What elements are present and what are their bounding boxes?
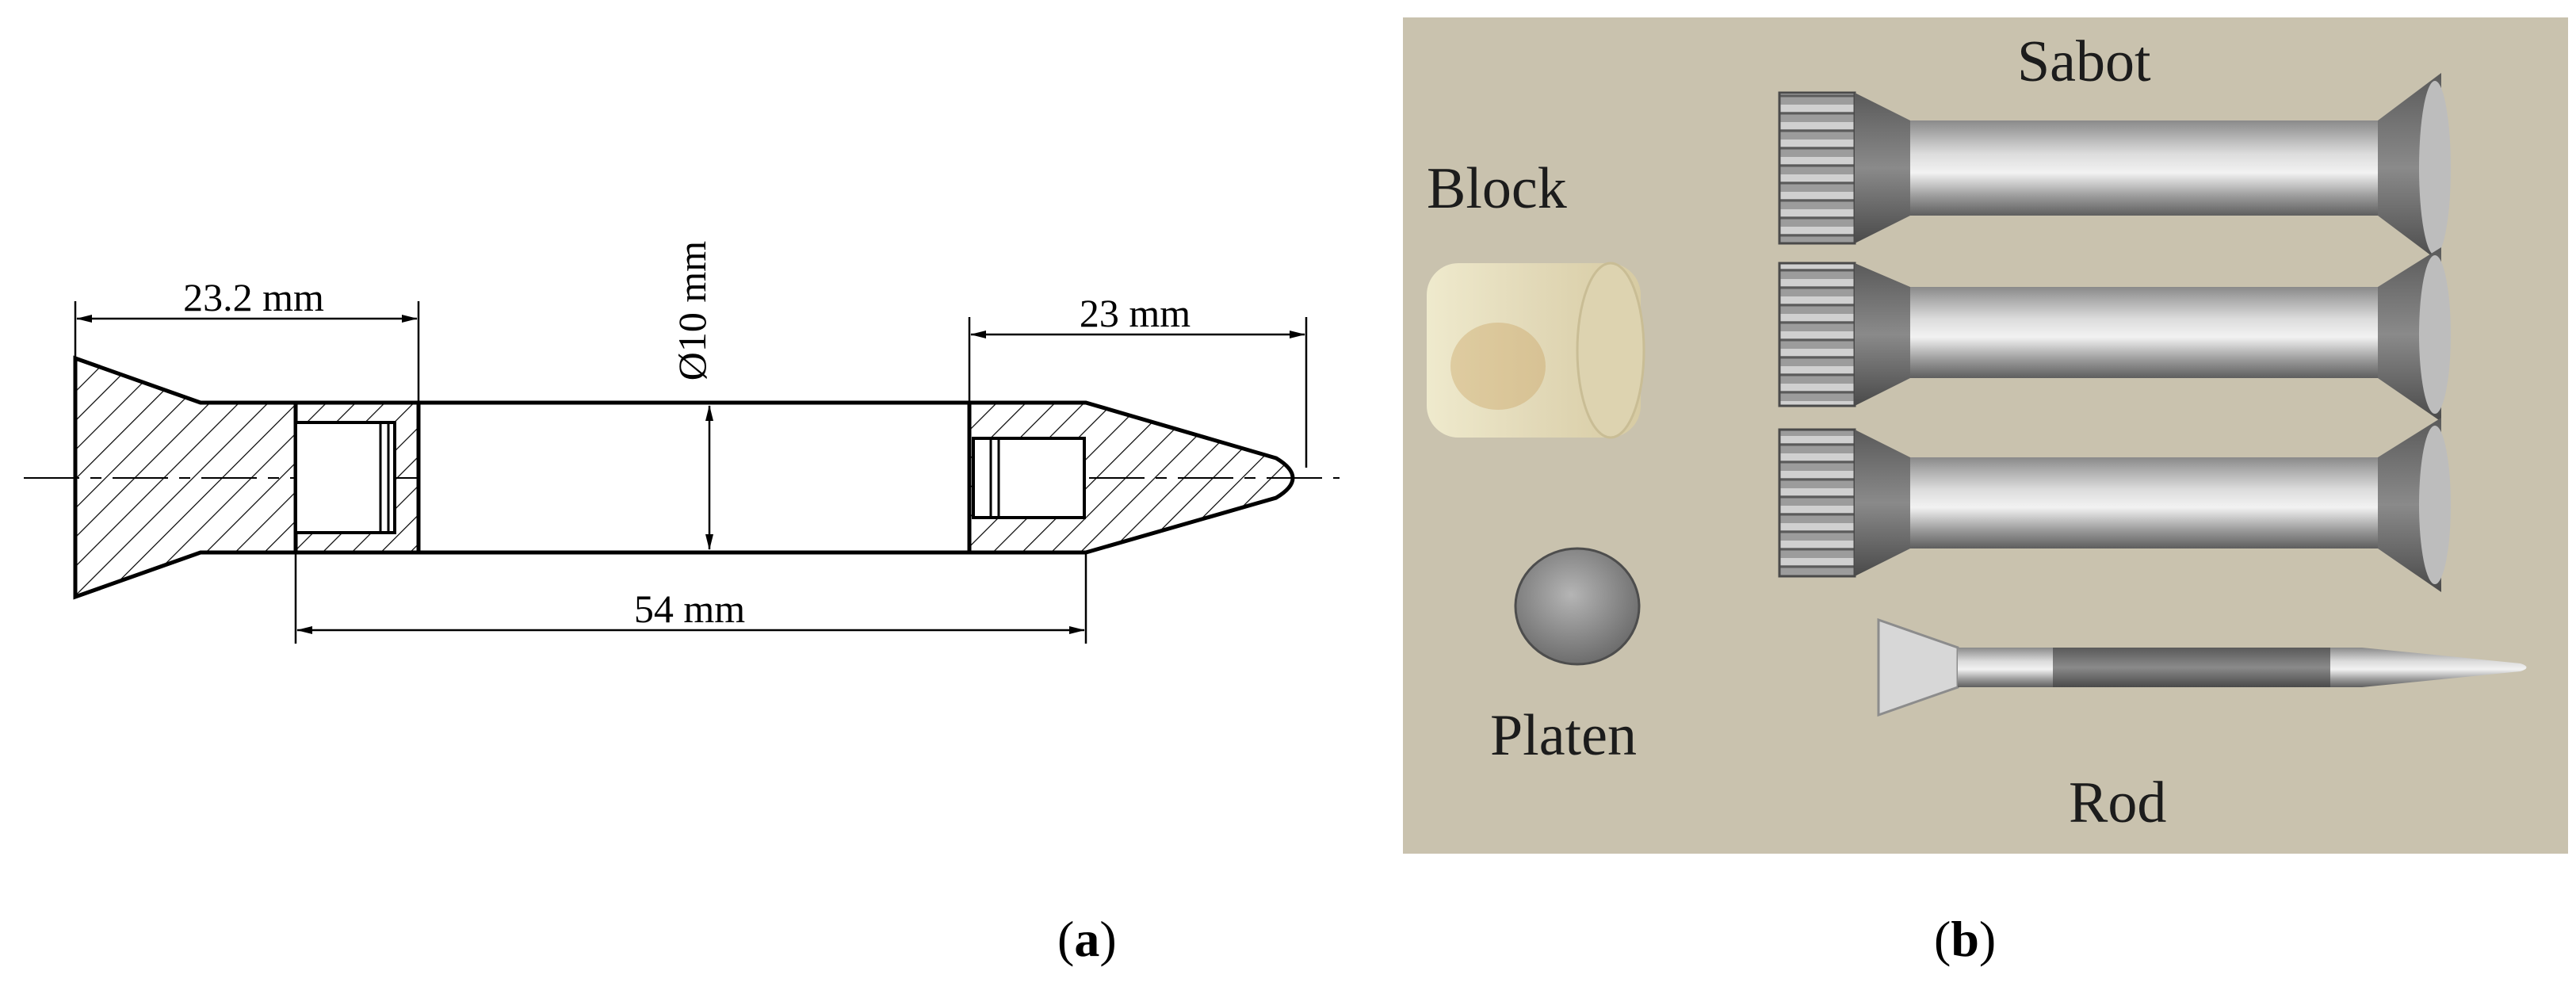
- dim-flare-length: 23.2 mm: [183, 275, 324, 319]
- sabot-part-1: [1778, 73, 2451, 263]
- label-sabot: Sabot: [2017, 29, 2151, 94]
- dim-diameter: Ø10 mm: [670, 241, 714, 381]
- caption-b: (b): [1934, 911, 1997, 967]
- flare-section: [73, 355, 298, 600]
- rod-part: [1877, 617, 2527, 717]
- block-part: [1427, 262, 1645, 439]
- sabot-part-3: [1778, 418, 2451, 592]
- dim-tip-length: 23 mm: [1080, 291, 1191, 335]
- parts-photo: Block Sabot Platen Rod: [1403, 17, 2568, 854]
- rod-cross-section-diagram: 23.2 mm 23 mm Ø10 mm 54 mm: [24, 241, 1340, 644]
- label-rod: Rod: [2069, 770, 2166, 835]
- label-block: Block: [1427, 156, 1567, 221]
- platen-part: [1514, 547, 1641, 666]
- sabot-part-2: [1778, 247, 2451, 422]
- left-bore: [294, 421, 396, 534]
- caption-a: (a): [1057, 911, 1117, 967]
- label-platen: Platen: [1490, 703, 1637, 768]
- dim-total-length: 54 mm: [634, 587, 745, 631]
- central-tube: [416, 400, 972, 555]
